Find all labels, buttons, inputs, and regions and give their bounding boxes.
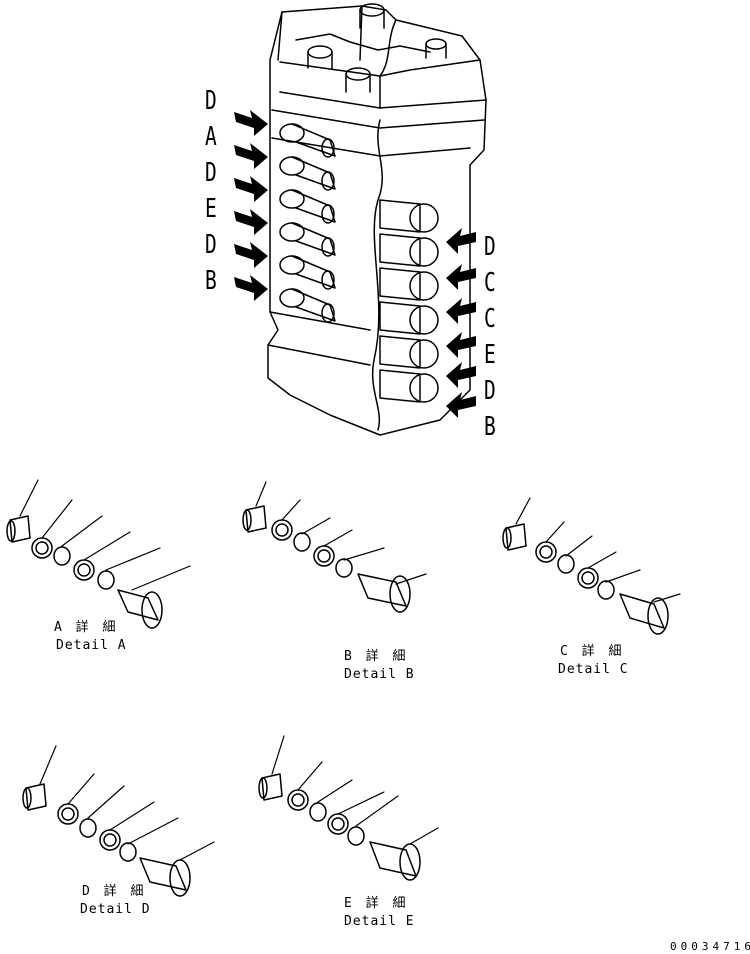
arrow-right-1 <box>446 228 476 254</box>
detail-a-caption-en: Detail A <box>56 638 127 653</box>
left-arrows <box>234 110 268 301</box>
detail-e-caption-jp: E 詳 細 <box>344 896 409 911</box>
right-arrow-label-5: D <box>484 376 496 406</box>
detail-b-exploded <box>242 481 427 613</box>
right-arrow-label-2: C <box>484 268 496 298</box>
arrow-right-6 <box>446 392 476 418</box>
detail-d-exploded <box>22 745 215 897</box>
left-arrow-label-5: D <box>205 230 217 260</box>
left-arrow-label-3: D <box>205 158 217 188</box>
arrow-left-2 <box>234 143 268 169</box>
detail-e-exploded <box>258 735 439 881</box>
left-arrow-label-1: D <box>205 86 217 116</box>
left-spool-stack <box>279 123 336 323</box>
arrow-right-3 <box>446 298 476 324</box>
right-plug-stack <box>379 199 439 403</box>
arrow-left-3 <box>234 176 268 202</box>
arrow-right-2 <box>446 264 476 290</box>
valve-body <box>267 3 487 436</box>
arrow-right-4 <box>446 332 476 358</box>
detail-e-caption-en: Detail E <box>344 914 415 929</box>
detail-c-exploded <box>502 497 681 635</box>
left-arrow-label-2: A <box>205 122 217 152</box>
detail-b-caption-en: Detail B <box>344 667 415 682</box>
arrow-left-1 <box>234 110 268 136</box>
detail-b-caption-jp: B 詳 細 <box>344 649 409 664</box>
detail-c-caption-en: Detail C <box>558 662 629 677</box>
right-arrow-label-4: E <box>484 340 496 370</box>
arrow-left-5 <box>234 242 268 268</box>
left-arrow-label-4: E <box>205 194 217 224</box>
detail-d-caption-jp: D 詳 細 <box>82 884 147 899</box>
detail-a-caption-jp: A 詳 細 <box>54 620 119 635</box>
left-arrow-label-6: B <box>205 266 217 296</box>
right-arrow-label-1: D <box>484 232 496 262</box>
arrow-left-4 <box>234 209 268 235</box>
arrow-right-5 <box>446 362 476 388</box>
detail-a-exploded <box>6 479 191 629</box>
arrow-left-6 <box>234 275 268 301</box>
right-arrows <box>446 228 476 418</box>
right-arrow-label-6: B <box>484 412 496 442</box>
document-number: 00034716 <box>670 940 750 953</box>
detail-c-caption-jp: C 詳 細 <box>560 644 625 659</box>
right-arrow-label-3: C <box>484 304 496 334</box>
detail-d-caption-en: Detail D <box>80 902 151 917</box>
